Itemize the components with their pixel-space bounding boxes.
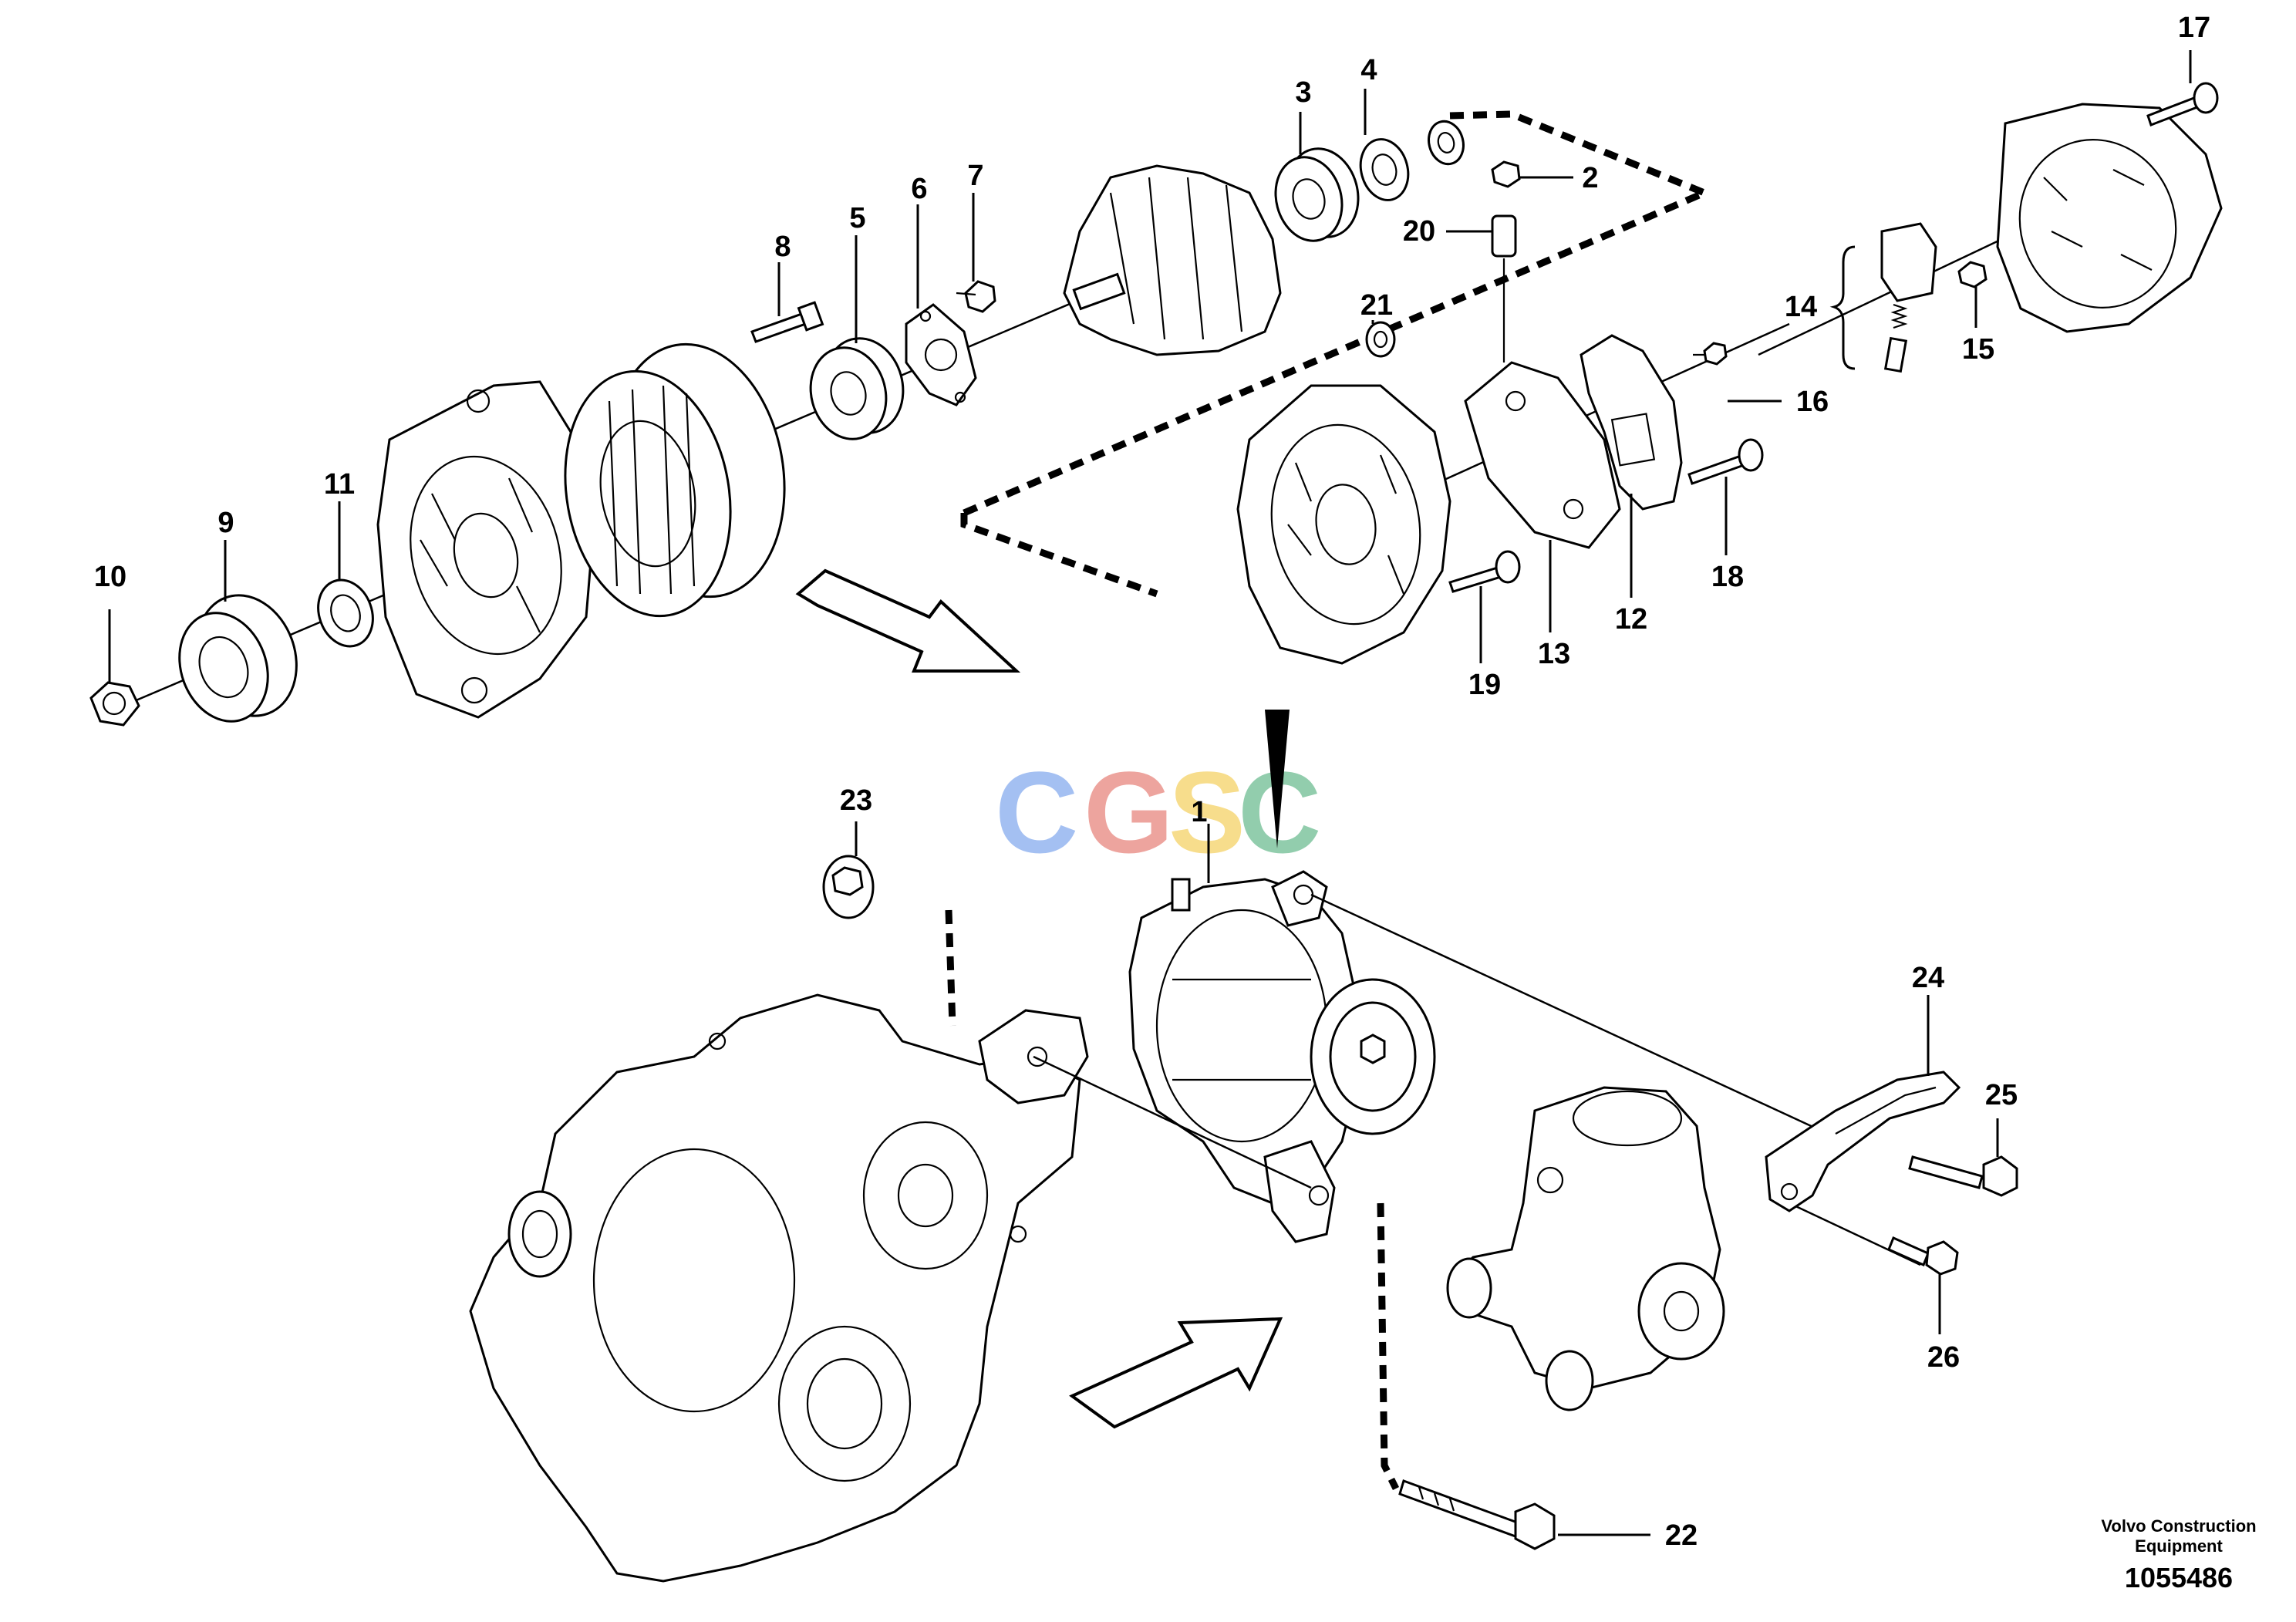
position-pointer-arrow <box>1265 710 1290 848</box>
terminal-nut <box>1491 160 1521 188</box>
rear-cover <box>1996 103 2223 333</box>
callout-20: 20 <box>1403 215 1435 248</box>
watermark-letter-c1: C <box>995 747 1078 877</box>
lower-bolt-dashed-path <box>1377 1202 1400 1491</box>
water-pump-housing <box>1446 1086 1725 1411</box>
front-housing <box>376 380 595 719</box>
rectifier <box>1464 361 1621 549</box>
assembly-direction-arrow-up <box>1069 1317 1283 1429</box>
pulley <box>178 594 298 723</box>
watermark-letter-g: G <box>1084 747 1174 877</box>
watermark-letter-s: S <box>1168 747 1246 877</box>
cover-nut <box>822 855 875 919</box>
brush-holder-screw <box>1957 261 1988 288</box>
callout-12: 12 <box>1615 603 1647 636</box>
brush-holder <box>1880 222 1937 302</box>
callout-13: 13 <box>1538 638 1570 670</box>
callout-17: 17 <box>2178 12 2210 44</box>
cover-bolt-dashed-path <box>945 909 956 1027</box>
callout-1: 1 <box>1191 796 1207 828</box>
front-bearing <box>809 337 905 440</box>
drawing-number: 1055486 <box>2125 1562 2233 1593</box>
assembly-direction-arrow-down <box>795 568 1021 673</box>
regulator-screw <box>1693 342 1728 366</box>
bracket-axis-line <box>1310 893 1829 1135</box>
rear-bearing <box>1274 147 1360 242</box>
bearing-retainer-plate <box>905 303 977 406</box>
adjusting-bracket <box>1765 1071 1961 1212</box>
small-washer <box>1428 120 1465 166</box>
pulley-nut <box>89 681 140 727</box>
callout-2: 2 <box>1582 162 1598 194</box>
retainer-screw <box>956 280 996 313</box>
bearing-washer <box>1359 138 1410 201</box>
brush-spring <box>1890 303 1908 329</box>
callout-labels: 1 2 3 4 5 6 7 8 9 10 11 12 13 14 15 16 1… <box>94 12 2210 1552</box>
drawing-footer: Volvo Construction Equipment 1055486 <box>2101 1516 2256 1593</box>
callout-24: 24 <box>1912 962 1944 994</box>
housing-bolt <box>1448 550 1521 593</box>
rear-cover-bolt <box>2146 82 2219 126</box>
company-name-line-2: Equipment <box>2135 1536 2223 1556</box>
callout-10: 10 <box>94 561 126 593</box>
callout-18: 18 <box>1711 561 1744 593</box>
company-name-line-1: Volvo Construction <box>2101 1516 2256 1536</box>
callout-26: 26 <box>1927 1341 1960 1374</box>
rotor <box>1063 164 1282 356</box>
callout-22: 22 <box>1665 1519 1698 1552</box>
callout-4: 4 <box>1360 54 1377 86</box>
brush <box>1883 336 1908 373</box>
callout-5: 5 <box>849 202 865 234</box>
leader-lines <box>108 50 2192 1536</box>
callout-25: 25 <box>1985 1079 2018 1111</box>
pivot-axis-line <box>1033 1055 1312 1189</box>
callout-7: 7 <box>967 160 983 192</box>
group-bracket-14 <box>1829 245 1856 370</box>
callout-14: 14 <box>1785 291 1817 323</box>
terminal-bolt-nut <box>1365 321 1396 358</box>
alternator-mounting-bolt <box>1398 1479 1556 1550</box>
spacer-ring <box>317 578 374 648</box>
callout-23: 23 <box>840 784 872 817</box>
callout-16: 16 <box>1796 386 1829 418</box>
callout-15: 15 <box>1962 333 1994 366</box>
bracket-bolt <box>1908 1155 2018 1197</box>
voltage-regulator <box>1580 334 1683 511</box>
rear-housing <box>1236 384 1451 665</box>
callout-21: 21 <box>1360 289 1393 322</box>
pivot-bolt <box>1887 1236 1959 1276</box>
callout-3: 3 <box>1295 76 1311 109</box>
callout-11: 11 <box>324 468 355 501</box>
callout-9: 9 <box>217 507 234 539</box>
callout-6: 6 <box>911 173 927 205</box>
timing-cover <box>469 993 1081 1583</box>
alternator-assembly <box>1128 870 1436 1243</box>
through-bolt <box>750 301 824 343</box>
assembly-dashed-loop <box>960 110 1706 598</box>
stator <box>564 342 786 618</box>
callout-19: 19 <box>1468 669 1501 701</box>
rectifier-bolt <box>1687 438 1764 485</box>
callout-8: 8 <box>774 231 791 263</box>
terminal-insulator <box>1491 214 1517 363</box>
